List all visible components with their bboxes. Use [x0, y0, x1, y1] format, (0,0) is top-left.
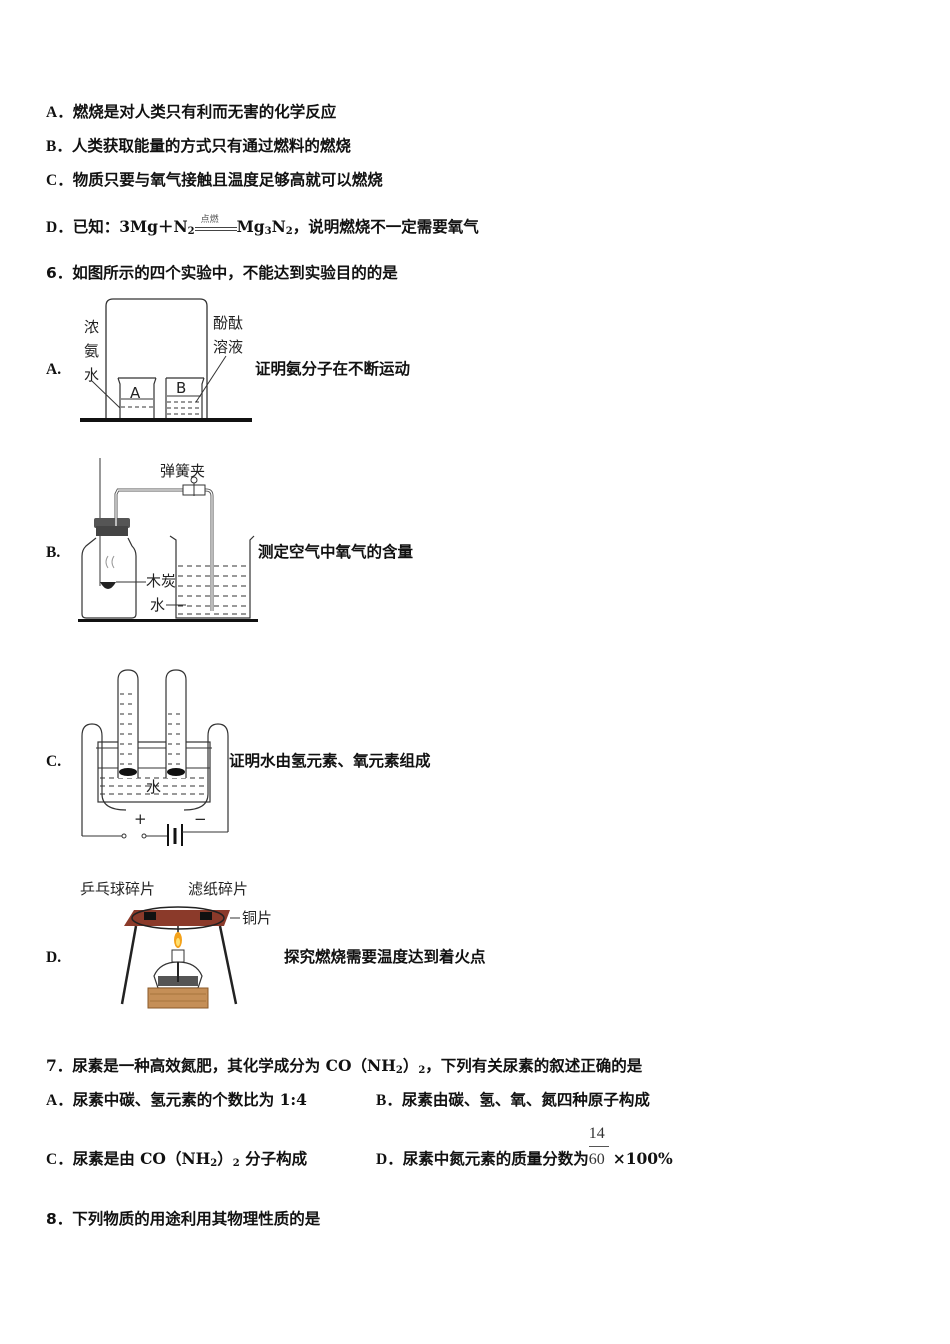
reaction-equals-sign: 点燃 [194, 215, 237, 238]
option-text: 尿素中氮元素的质量分数为 [402, 1149, 589, 1168]
q6-option-b-text: 测定空气中氧气的含量 [258, 543, 414, 561]
option-label: A. [46, 361, 62, 378]
fraction-denominator: 60 [588, 1151, 605, 1168]
label-pingpong-fragments: 乒乓球碎片 [80, 880, 155, 898]
subscript: 2 [395, 1065, 403, 1076]
option-label: A． [46, 104, 73, 121]
label-ammonia: 氨 [84, 342, 99, 360]
q6-stem: 6．如图所示的四个实验中，不能达到实验目的的是 [46, 264, 398, 282]
option-text: 分子构成 [239, 1149, 308, 1168]
equation-product-n: N [271, 217, 286, 236]
label-water: 水 [146, 778, 161, 796]
subscript: 3 [264, 226, 272, 237]
q6-option-a-label: A. [46, 359, 61, 380]
option-text: ，说明燃烧不一定需要氧气 [292, 217, 479, 236]
subscript: 2 [232, 1158, 240, 1169]
label-positive: + [134, 810, 147, 828]
label-concentrated: 浓 [84, 318, 99, 336]
ignition-point-figure: 乒乓球碎片 滤纸碎片 铜片 [80, 880, 272, 1009]
q7-option-c: C．尿素是由 CO（NH2）2 分子构成 [46, 1149, 307, 1174]
option-label: D. [46, 949, 62, 966]
q7-option-b: B．尿素由碳、氢、氧、氮四种原子构成 [376, 1090, 650, 1111]
fraction-numerator: 14 [588, 1125, 605, 1142]
q5-option-a: A．燃烧是对人类只有利而无害的化学反应 [46, 102, 336, 123]
q7-stem: 7．尿素是一种高效氮肥，其化学成分为 CO（NH2）2，下列有关尿素的叙述正确的… [46, 1056, 642, 1081]
option-label: B． [376, 1092, 402, 1109]
q6-option-d-label: D. [46, 947, 61, 968]
option-text: 燃烧是对人类只有利而无害的化学反应 [72, 102, 337, 121]
beaker-b-label: B [176, 379, 186, 397]
stem-text: 7．尿素是一种高效氮肥，其化学成分为 CO（NH [46, 1056, 396, 1075]
fraction: 14 60 [588, 1125, 613, 1170]
beaker-a-label: A [130, 384, 141, 402]
subscript: 2 [187, 226, 195, 237]
equation-product: Mg [236, 217, 265, 236]
label-filter-paper-fragments: 滤纸碎片 [188, 880, 248, 898]
ammonia-diffusion-figure: A B 浓 氨 水 酚酞 溶液 [80, 298, 252, 422]
option-label: B. [46, 544, 61, 561]
stem-text: ，下列有关尿素的叙述正确的是 [425, 1056, 643, 1075]
label-charcoal: 木炭 [146, 572, 176, 590]
q7-option-a: A．尿素中碳、氢元素的个数比为 1:4 [46, 1090, 307, 1111]
option-text: 尿素由碳、氢、氧、氮四种原子构成 [401, 1090, 650, 1109]
stem-text: ） [402, 1056, 419, 1075]
q7-option-d: D．尿素中氮元素的质量分数为 14 60 ×100% [376, 1125, 673, 1170]
option-label: D． [376, 1151, 403, 1168]
option-text: ×100% [612, 1149, 673, 1168]
label-spring-clamp: 弹簧夹 [160, 462, 205, 480]
option-label: A． [46, 1092, 73, 1109]
option-text: ） [217, 1149, 233, 1168]
q5-option-c: C．物质只要与氧气接触且温度足够高就可以燃烧 [46, 170, 383, 191]
equation-prefix: 已知：3Mg＋N [72, 217, 188, 236]
q5-option-b: B．人类获取能量的方式只有通过燃料的燃烧 [46, 136, 351, 157]
option-label: B． [46, 138, 72, 155]
reaction-condition: 点燃 [200, 215, 219, 225]
label-water: 水 [150, 596, 165, 614]
q8-stem: 8．下列物质的用途利用其物理性质的是 [46, 1210, 321, 1228]
q6-option-c-label: C. [46, 751, 61, 772]
option-label: C． [46, 1151, 73, 1168]
subscript: 2 [210, 1158, 218, 1169]
label-phenolphthalein: 酚酞 [213, 314, 243, 332]
option-text: 物质只要与氧气接触且温度足够高就可以燃烧 [72, 170, 383, 189]
label-negative: − [194, 810, 207, 828]
option-label: C． [46, 172, 73, 189]
label-copper-sheet: 铜片 [242, 909, 272, 927]
electrolysis-figure: 水 + − [81, 669, 229, 846]
subscript: 2 [418, 1065, 426, 1076]
option-text: 尿素中碳、氢元素的个数比为 1:4 [72, 1090, 307, 1109]
q6-option-c-text: 证明水由氢元素、氧元素组成 [229, 752, 431, 770]
oxygen-content-figure: 弹簧夹 木炭 水 [78, 458, 258, 622]
q6-option-b-label: B. [46, 542, 60, 563]
subscript: 2 [285, 226, 293, 237]
option-label: D． [46, 219, 73, 236]
option-text: 尿素是由 CO（NH [72, 1149, 211, 1168]
q6-option-d-text: 探究燃烧需要温度达到着火点 [284, 948, 486, 966]
option-label: C. [46, 753, 62, 770]
q6-option-a-text: 证明氨分子在不断运动 [255, 360, 411, 378]
option-text: 人类获取能量的方式只有通过燃料的燃烧 [71, 136, 351, 155]
label-solution: 溶液 [213, 338, 243, 356]
label-water: 水 [84, 366, 99, 384]
